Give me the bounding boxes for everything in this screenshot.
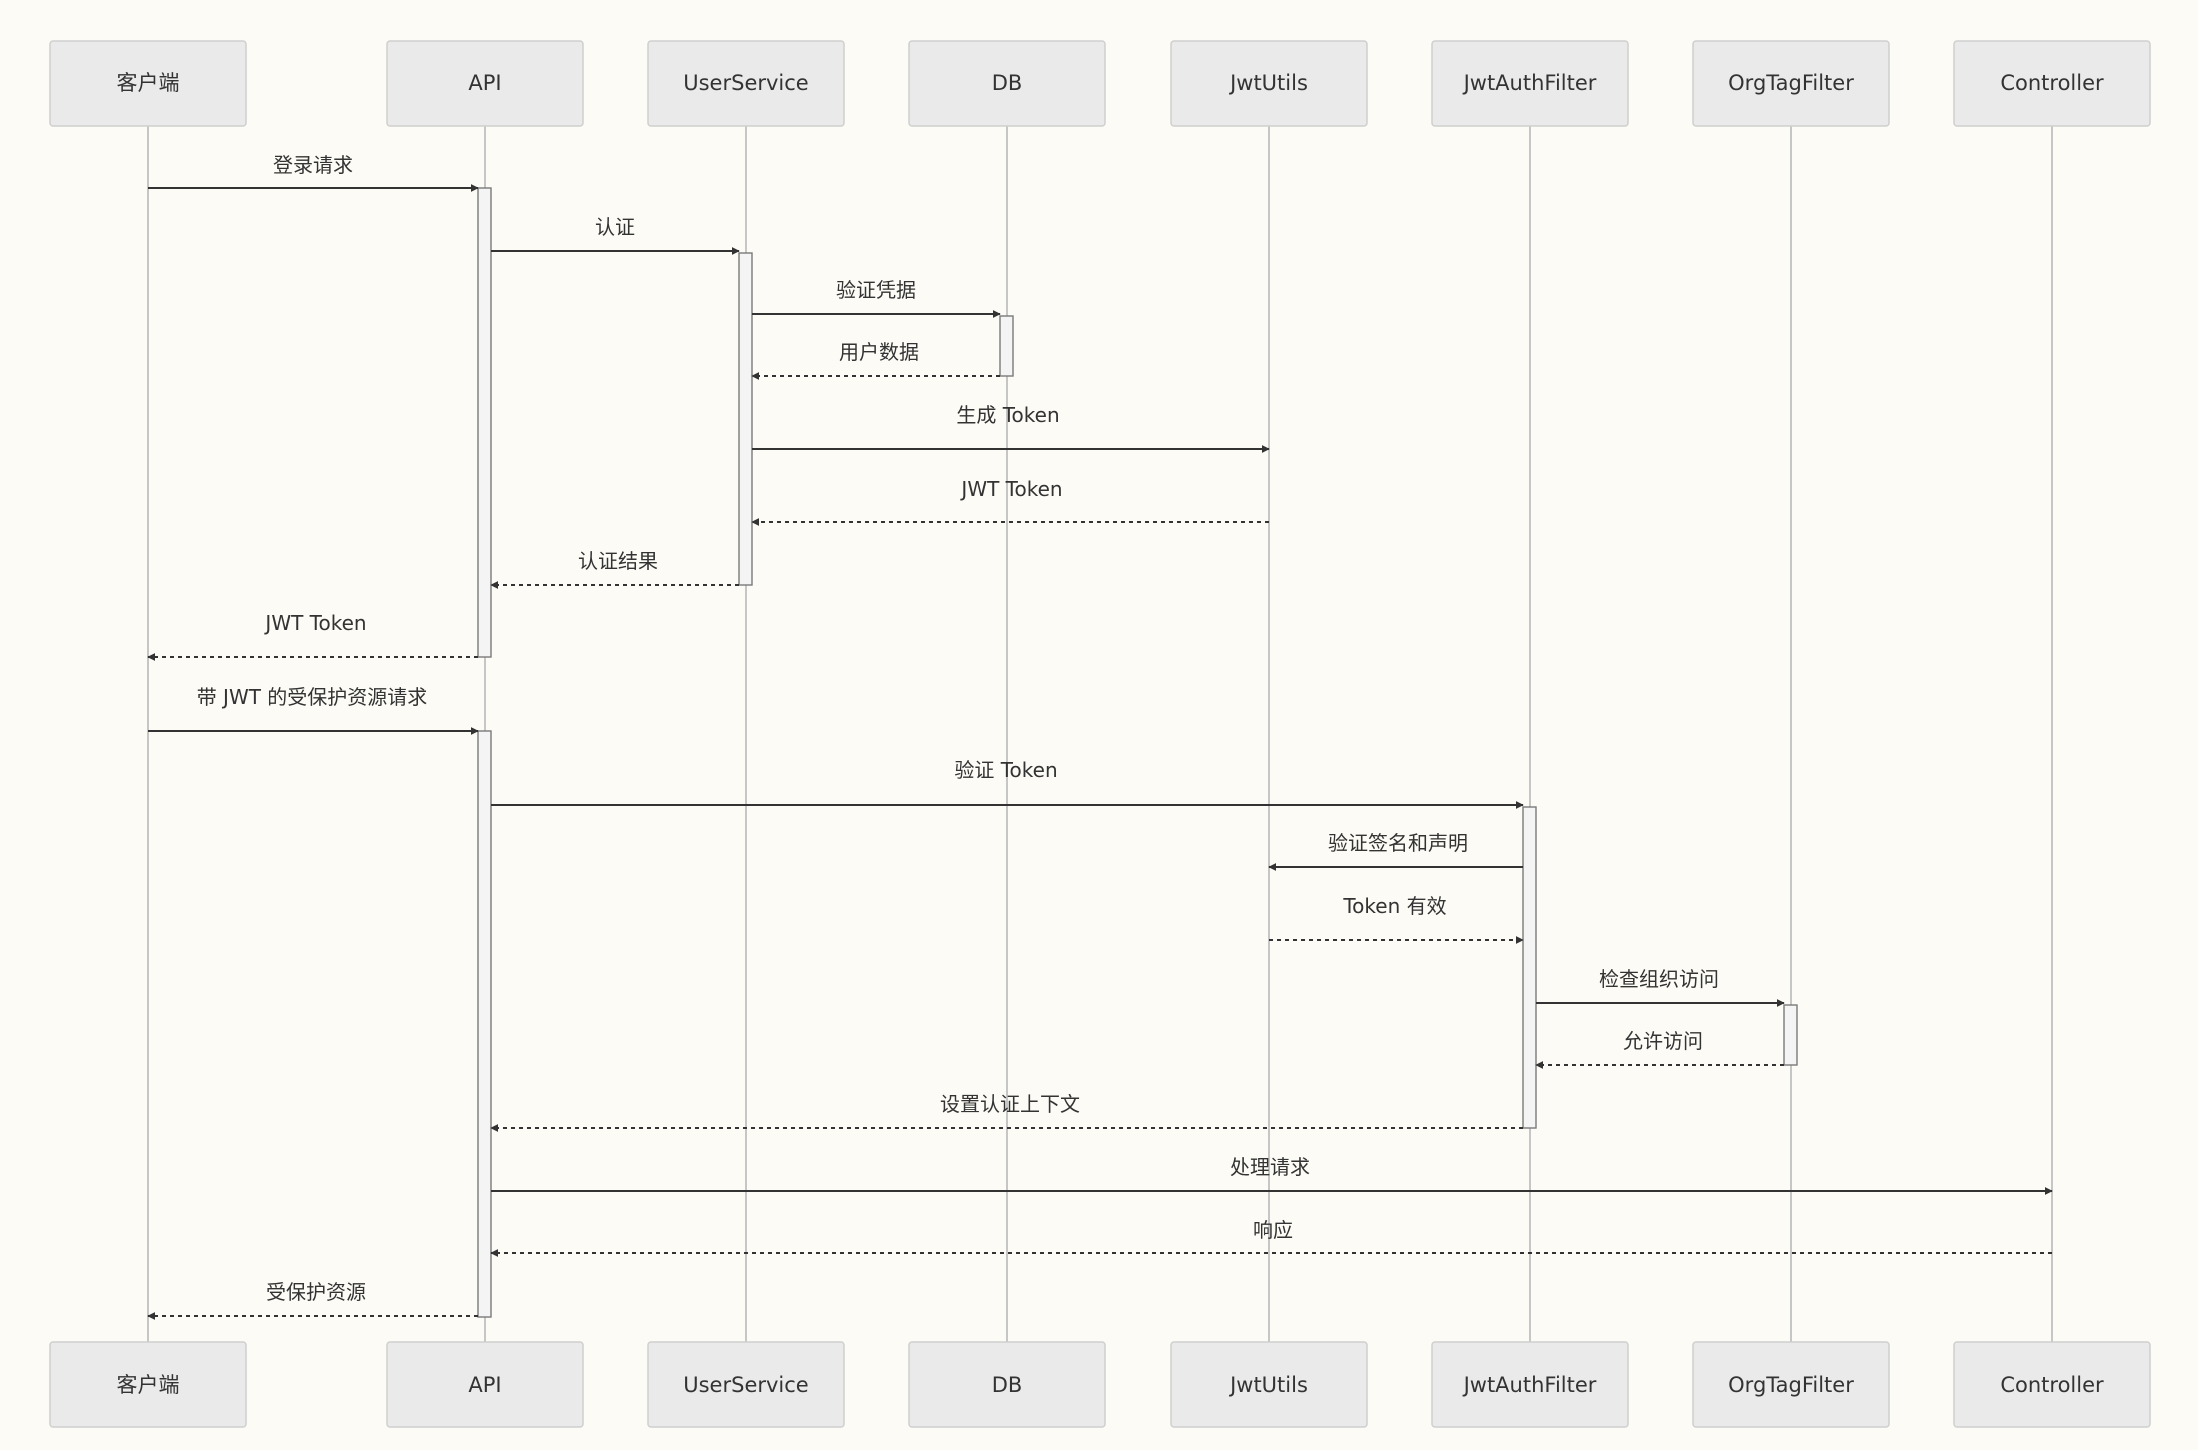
message-label: 认证结果 [578,549,658,573]
actor-box [1431,40,1629,127]
message-label: 用户数据 [839,340,919,364]
actor-label: DB [992,1373,1023,1397]
actor-jwt-utils-bottom: JwtUtils [1170,1341,1368,1428]
actor-box [1170,40,1368,127]
actor-box [1692,40,1890,127]
activation-api-login [477,187,492,658]
actor-box [908,40,1106,127]
actor-box [49,40,247,127]
actor-client-top: 客户端 [49,40,247,127]
message-label: 带 JWT 的受保护资源请求 [197,685,428,709]
actor-label: Controller [2000,71,2104,95]
actor-box [1953,40,2151,127]
actors-top: 客户端 API UserService DB JwtUtils JwtAuthF… [49,40,2151,127]
message-label: 检查组织访问 [1599,967,1719,991]
actor-api-top: API [386,40,584,127]
actor-db-bottom: DB [908,1341,1106,1428]
message-label: 设置认证上下文 [940,1092,1080,1116]
actor-api-bottom: API [386,1341,584,1428]
message-label: Token 有效 [1342,894,1446,918]
message-label: JWT Token [263,611,366,635]
actor-label: JwtUtils [1228,1373,1308,1397]
message-label: 验证 Token [954,758,1057,782]
message-label: 响应 [1253,1218,1293,1242]
actor-box [386,1341,584,1428]
message-label: 验证签名和声明 [1328,831,1468,855]
actor-controller-top: Controller [1953,40,2151,127]
message-label: 验证凭据 [836,278,916,302]
actor-label: OrgTagFilter [1728,71,1854,95]
message-label: 生成 Token [956,403,1059,427]
message-label: 受保护资源 [266,1280,366,1304]
actor-label: DB [992,71,1023,95]
activation-user-service [738,252,753,586]
messages: 登录请求 认证 验证凭据 用户数据 生成 Token JWT Token 认证结… [147,153,2053,1320]
actor-box [1953,1341,2151,1428]
actor-jwt-auth-filter-top: JwtAuthFilter [1431,40,1629,127]
lifelines [147,126,2053,1342]
actor-jwt-utils-top: JwtUtils [1170,40,1368,127]
actor-db-top: DB [908,40,1106,127]
actors-bottom: 客户端 API UserService DB JwtUtils JwtAuthF… [49,1341,2151,1428]
actor-user-service-bottom: UserService [647,1341,845,1428]
actor-label: JwtAuthFilter [1462,1373,1597,1397]
actor-controller-bottom: Controller [1953,1341,2151,1428]
actor-box [647,1341,845,1428]
activations [477,187,1798,1318]
actor-label: UserService [683,71,808,95]
actor-label: API [468,71,501,95]
message-label: 处理请求 [1230,1155,1310,1179]
activation-org-tag-filter [1783,1004,1798,1066]
actor-box [49,1341,247,1428]
message-label: 登录请求 [273,153,353,177]
message-label: 允许访问 [1623,1029,1703,1053]
actor-jwt-auth-filter-bottom: JwtAuthFilter [1431,1341,1629,1428]
actor-box [1692,1341,1890,1428]
actor-label: 客户端 [117,1373,180,1397]
actor-label: UserService [683,1373,808,1397]
actor-label: JwtAuthFilter [1462,71,1597,95]
actor-label: JwtUtils [1228,71,1308,95]
actor-box [1431,1341,1629,1428]
actor-box [647,40,845,127]
activation-jwt-auth-filter [1522,806,1537,1129]
actor-user-service-top: UserService [647,40,845,127]
activation-db [999,315,1014,377]
message-label: 认证 [595,215,635,239]
actor-box [1170,1341,1368,1428]
message-label: JWT Token [959,477,1062,501]
actor-label: OrgTagFilter [1728,1373,1854,1397]
actor-box [908,1341,1106,1428]
actor-org-tag-filter-bottom: OrgTagFilter [1692,1341,1890,1428]
actor-org-tag-filter-top: OrgTagFilter [1692,40,1890,127]
actor-client-bottom: 客户端 [49,1341,247,1428]
activation-api-resource [477,730,492,1318]
actor-label: Controller [2000,1373,2104,1397]
actor-label: API [468,1373,501,1397]
actor-box [386,40,584,127]
actor-label: 客户端 [117,71,180,95]
